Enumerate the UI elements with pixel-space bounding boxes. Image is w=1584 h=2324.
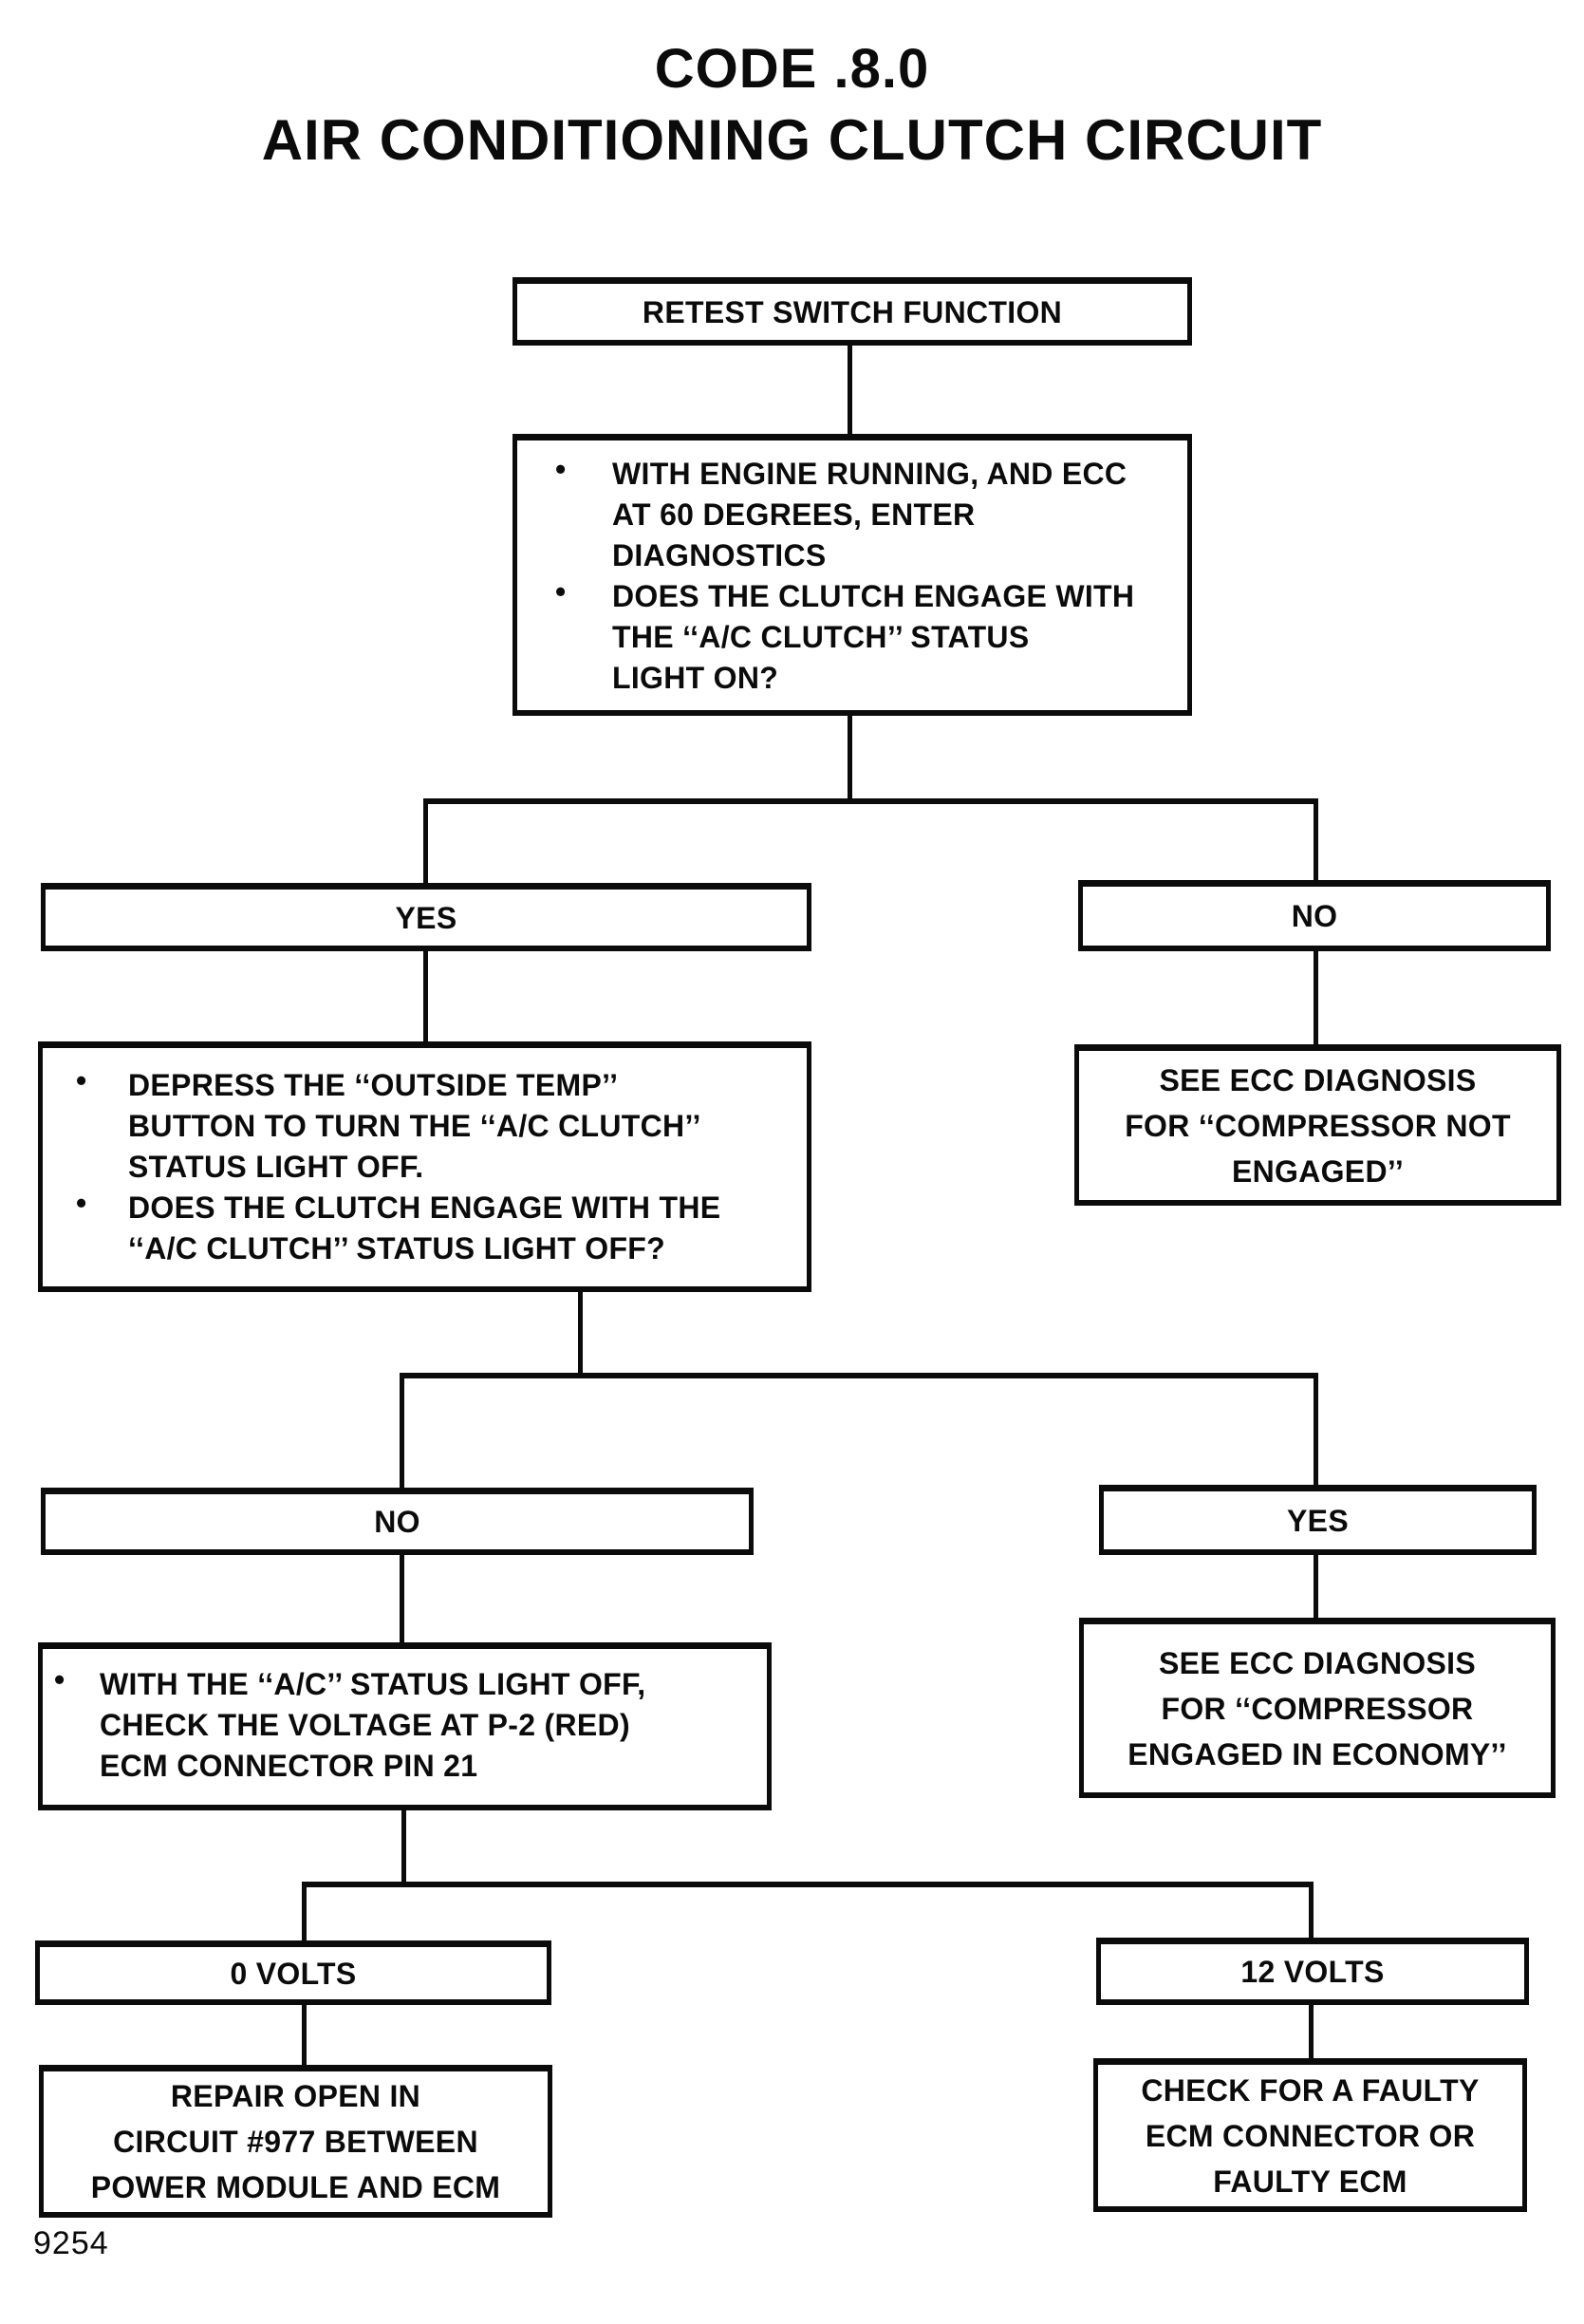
node-label: 12 VOLTS (1240, 1955, 1385, 1989)
text-line: POWER MODULE AND ECM (90, 2170, 501, 2204)
bullet-item: • WITH ENGINE RUNNING, AND ECC AT 60 DEG… (555, 452, 1180, 576)
connector-line (578, 1290, 583, 1376)
page-title: CODE .8.0 AIR CONDITIONING CLUTCH CIRCUI… (0, 34, 1584, 177)
node-branch-no-2: NO (41, 1488, 754, 1555)
text-line: DIAGNOSTICS (612, 538, 827, 572)
node-label: YES (395, 900, 457, 935)
bullet-icon: • (555, 452, 567, 486)
node-retest-switch-function: RETEST SWITCH FUNCTION (512, 277, 1192, 346)
connector-line (400, 1553, 404, 1645)
connector-line (848, 346, 852, 437)
node-label: YES (1287, 1503, 1349, 1538)
node-repair-open-circuit-977: REPAIR OPEN IN CIRCUIT #977 BETWEEN POWE… (39, 2065, 552, 2218)
node-12-volts: 12 VOLTS (1096, 1938, 1529, 2005)
node-check-faulty-ecm: CHECK FOR A FAULTY ECM CONNECTOR OR FAUL… (1093, 2058, 1527, 2212)
text-line: REPAIR OPEN IN (170, 2079, 421, 2113)
connector-line (1314, 1553, 1318, 1620)
text-line: ECM CONNECTOR OR (1145, 2118, 1476, 2153)
connector-line (1314, 798, 1318, 883)
text-line: LIGHT ON? (612, 661, 779, 695)
text-line: ‘‘A/C CLUTCH’’ STATUS LIGHT OFF? (128, 1231, 665, 1265)
connector-line (400, 1373, 404, 1490)
connector-line (423, 798, 1318, 804)
node-check-voltage-pin-21: • WITH THE ‘‘A/C’’ STATUS LIGHT OFF, CHE… (38, 1642, 772, 1810)
text-line: FAULTY ECM (1213, 2164, 1407, 2199)
text-line: BUTTON TO TURN THE ‘‘A/C CLUTCH’’ (128, 1109, 701, 1143)
bullet-item: • DOES THE CLUTCH ENGAGE WITH THE ‘‘A/C … (76, 1186, 799, 1269)
connector-line (1314, 949, 1318, 1046)
node-label: NO (1291, 899, 1338, 933)
text-line: ECM CONNECTOR PIN 21 (100, 1749, 478, 1783)
node-label: 0 VOLTS (230, 1956, 357, 1991)
node-depress-outside-temp: • DEPRESS THE ‘‘OUTSIDE TEMP’’ BUTTON TO… (38, 1041, 811, 1292)
bullet-icon: • (76, 1063, 87, 1097)
bullet-item: • WITH THE ‘‘A/C’’ STATUS LIGHT OFF, CHE… (54, 1662, 761, 1787)
text-line: SEE ECC DIAGNOSIS (1159, 1062, 1477, 1097)
text-line: ENGAGED’’ (1231, 1153, 1405, 1189)
bullet-icon: • (555, 574, 567, 609)
text-line: WITH ENGINE RUNNING, AND ECC (612, 457, 1127, 491)
node-branch-yes-1: YES (41, 883, 811, 951)
text-line: ENGAGED IN ECONOMY’’ (1127, 1736, 1507, 1771)
text-line: CHECK THE VOLTAGE AT P-2 (RED) (100, 1708, 630, 1742)
text-line: WITH THE ‘‘A/C’’ STATUS LIGHT OFF, (100, 1667, 646, 1701)
text-line: AT 60 DEGREES, ENTER (612, 497, 976, 532)
text-line: DOES THE CLUTCH ENGAGE WITH THE (128, 1190, 721, 1225)
connector-line (1314, 1373, 1318, 1487)
node-label: RETEST SWITCH FUNCTION (642, 294, 1063, 329)
bullet-item: • DOES THE CLUTCH ENGAGE WITH THE ‘‘A/C … (555, 574, 1180, 699)
text-line: THE ‘‘A/C CLUTCH’’ STATUS (612, 620, 1030, 654)
text-line: FOR ‘‘COMPRESSOR (1161, 1691, 1474, 1726)
text-line: STATUS LIGHT OFF. (128, 1150, 424, 1184)
figure-number: 9254 (33, 2225, 109, 2261)
connector-line (1309, 1882, 1314, 1940)
page-title-line2: AIR CONDITIONING CLUTCH CIRCUIT (261, 108, 1323, 172)
node-see-ecc-compressor-engaged-economy: SEE ECC DIAGNOSIS FOR ‘‘COMPRESSOR ENGAG… (1079, 1618, 1556, 1798)
connector-line (302, 1882, 307, 1943)
connector-line (848, 714, 852, 801)
text-line: CHECK FOR A FAULTY (1141, 2072, 1480, 2108)
bullet-icon: • (76, 1186, 87, 1220)
connector-line (423, 798, 428, 886)
connector-line (302, 2003, 307, 2068)
connector-line (423, 949, 428, 1044)
text-line: DEPRESS THE ‘‘OUTSIDE TEMP’’ (128, 1068, 619, 1102)
text-line: DOES THE CLUTCH ENGAGE WITH (612, 579, 1135, 613)
node-question-clutch-engage-light-on: • WITH ENGINE RUNNING, AND ECC AT 60 DEG… (512, 434, 1192, 716)
bullet-item: • DEPRESS THE ‘‘OUTSIDE TEMP’’ BUTTON TO… (76, 1063, 799, 1188)
node-branch-yes-2: YES (1099, 1485, 1537, 1555)
connector-line (400, 1373, 1318, 1378)
node-branch-no-1: NO (1078, 880, 1551, 951)
node-0-volts: 0 VOLTS (35, 1940, 551, 2005)
page-title-line1: CODE .8.0 (654, 38, 930, 100)
bullet-icon: • (54, 1662, 65, 1696)
connector-line (302, 1882, 1314, 1887)
node-label: NO (374, 1505, 420, 1539)
text-line: CIRCUIT #977 BETWEEN (113, 2125, 478, 2159)
text-line: SEE ECC DIAGNOSIS (1158, 1645, 1477, 1680)
text-line: FOR ‘‘COMPRESSOR NOT (1125, 1108, 1511, 1143)
connector-line (401, 1809, 406, 1884)
node-see-ecc-compressor-not-engaged: SEE ECC DIAGNOSIS FOR ‘‘COMPRESSOR NOT E… (1074, 1044, 1561, 1206)
connector-line (1309, 2003, 1314, 2061)
